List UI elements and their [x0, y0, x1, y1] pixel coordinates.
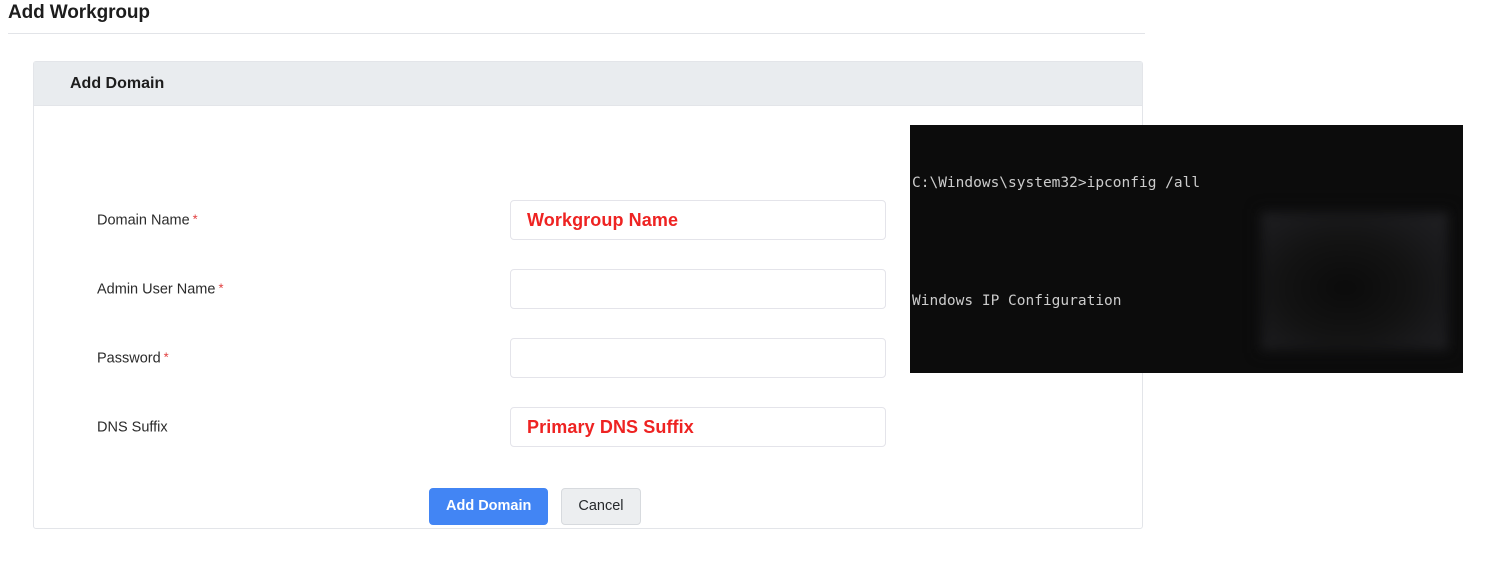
required-marker-password: * [163, 349, 169, 365]
required-marker-admin-user-name: * [218, 280, 224, 296]
label-password-text: Password [97, 350, 161, 367]
card-body: Domain Name* Workgroup Name Admin User N… [34, 106, 1142, 528]
form-row-dns-suffix: DNS Suffix Primary DNS Suffix [34, 407, 1142, 447]
label-dns-suffix: DNS Suffix [97, 419, 171, 436]
label-admin-user-name-text: Admin User Name [97, 281, 216, 298]
redacted-values-blur [1262, 213, 1447, 349]
input-dns-suffix[interactable]: Primary DNS Suffix [510, 407, 886, 447]
required-marker-domain-name: * [192, 211, 198, 227]
card-header-title: Add Domain [70, 74, 165, 92]
form-row-admin-user-name: Admin User Name* [34, 269, 1142, 309]
form-row-domain-name: Domain Name* Workgroup Name [34, 200, 1142, 240]
input-admin-user-name[interactable] [510, 269, 886, 309]
add-domain-button[interactable]: Add Domain [429, 488, 549, 525]
card-header: Add Domain [34, 62, 1142, 106]
label-password: Password* [97, 350, 169, 367]
terminal-spacer-2 [910, 351, 1463, 371]
input-domain-name-value: Workgroup Name [527, 209, 679, 230]
label-dns-suffix-text: DNS Suffix [97, 419, 168, 436]
form-row-password: Password* [34, 338, 1142, 378]
label-domain-name: Domain Name* [97, 212, 198, 229]
input-password[interactable] [510, 338, 886, 378]
ipconfig-terminal-screenshot: C:\Windows\system32>ipconfig /all Window… [910, 125, 1463, 373]
title-divider [8, 33, 1145, 34]
label-admin-user-name: Admin User Name* [97, 281, 224, 298]
terminal-prompt-line: C:\Windows\system32>ipconfig /all [912, 175, 1201, 192]
form-actions: Add Domain Cancel [34, 488, 1142, 525]
terminal-section-title: Windows IP Configuration [912, 292, 1122, 309]
label-domain-name-text: Domain Name [97, 212, 190, 229]
page-title: Add Workgroup [8, 2, 150, 23]
cancel-button[interactable]: Cancel [561, 488, 641, 525]
input-dns-suffix-value: Primary DNS Suffix [527, 416, 694, 437]
input-domain-name[interactable]: Workgroup Name [510, 200, 886, 240]
